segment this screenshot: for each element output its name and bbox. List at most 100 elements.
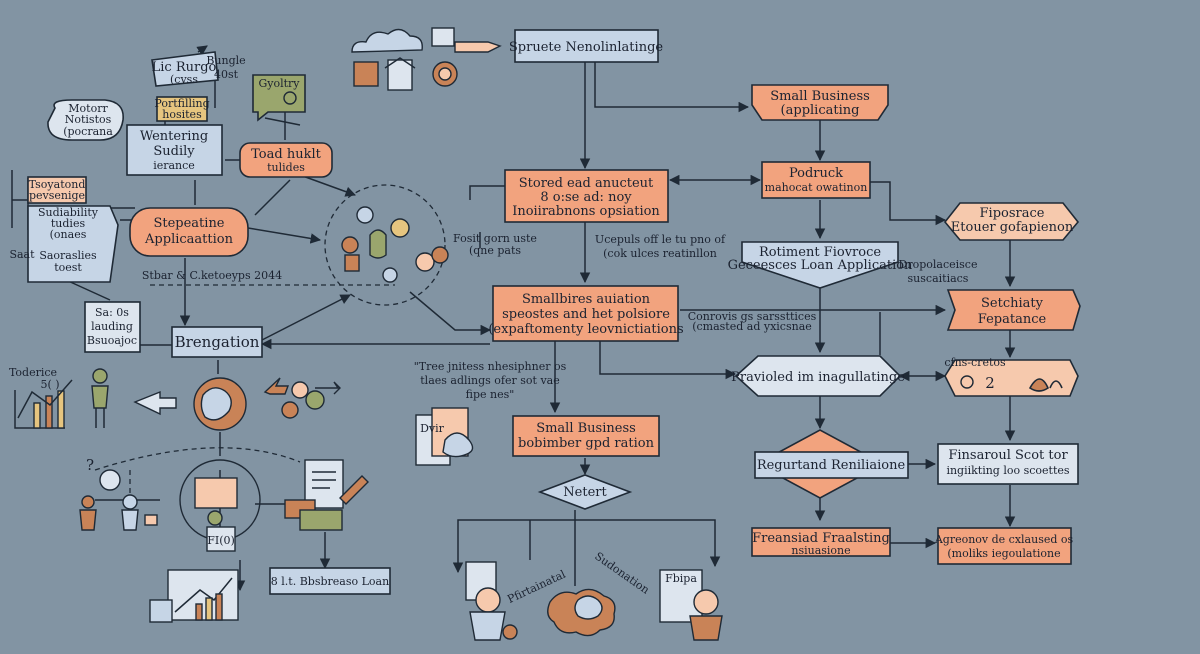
node-sa-line3: Bsuoajoc [87, 334, 137, 347]
node-loan-label: 8 l.t. Bbsbreaso Loan [271, 575, 389, 588]
node-finsaroul-line1: Finsaroul Scot tor [948, 448, 1068, 463]
node-loan[interactable]: 8 l.t. Bbsbreaso Loan [269, 567, 391, 595]
node-brengation[interactable]: Brengation [171, 326, 263, 358]
node-smallbires-line2: speostes and het polsiore [502, 307, 670, 322]
caption-ucepuls-line2: (cok ulces reatinllon [603, 247, 717, 260]
person-standing-icon [91, 368, 109, 428]
node-sudiability-line5: toest [54, 261, 82, 274]
label-chart-value: 5( ) [40, 378, 59, 391]
node-toad-huklt[interactable]: Toad huklt tulides [239, 142, 333, 178]
caption-fosit: Fosit gorn uste (qne pats [453, 232, 537, 257]
caption-quote: "Tree jnitess nhesiphner os tlaes adling… [414, 360, 567, 401]
node-agreonov[interactable]: Agreonov de cxlaused os (moliks iegoulat… [934, 527, 1074, 565]
node-small-business-center[interactable]: Small Business bobimber gpd ration [512, 415, 660, 457]
node-sa-lauding[interactable]: Sa: 0s lauding Bsuoajoc [84, 301, 141, 353]
node-rotiment-line2: Geceesces Loan Application [728, 258, 913, 273]
node-setchiaty-line2: Fepatance [978, 312, 1047, 327]
node-smallbires[interactable]: Smallbires auiation speostes and het pol… [488, 285, 684, 342]
node-stepeatine-line2: Applicaattion [144, 232, 234, 247]
node-wentering-line3: ierance [153, 159, 195, 172]
node-regurtand[interactable]: Regurtand Reniliaione [754, 429, 909, 499]
gyoltry-icon [283, 91, 297, 105]
node-sba-line1: Small Business [770, 89, 870, 104]
bubble-bungle-line2: 40st [214, 68, 239, 81]
caption-quote-line2: tlaes adlings ofer sot vae [420, 374, 559, 387]
node-sa-line2: lauding [91, 320, 133, 333]
node-toad-line2: tulides [267, 161, 305, 174]
bubble-lic-rurgo[interactable]: Lic Rurgo (cvss [151, 51, 219, 87]
bar-chart-icon: Toderice 5( ) [9, 366, 73, 429]
node-portfilling[interactable]: Portfilling hosites [154, 96, 210, 122]
node-gyoltry-label: Gyoltry [258, 77, 300, 90]
node-spruete[interactable]: Spruete Nenolinlatinge [509, 29, 663, 63]
bubble-bungle-line1: Bungle [206, 54, 245, 67]
node-finsaroul-line2: ingiikting loo scoettes [946, 464, 1069, 477]
label-doc: Dvir [420, 422, 445, 435]
node-tsoyatond[interactable]: Tsoyatond pevsenige [27, 176, 87, 204]
node-stored-line3: Inoiirabnons opsiation [512, 204, 660, 219]
node-setchiaty[interactable]: Setchiaty Fepatance [946, 289, 1081, 331]
node-sa-line1: Sa: 0s [95, 306, 129, 319]
bubble-motorr[interactable]: Motorr Notistos (pocrana [47, 99, 124, 141]
node-wentering-line1: Wentering [140, 129, 208, 144]
bottom-brain-cluster-icon: Sudonation [547, 550, 652, 637]
node-rotiment-line1: Rotiment Fiovroce [759, 245, 881, 260]
node-stored[interactable]: Stored ead anucteut 8 o:se ad: noy Inoii… [504, 169, 669, 223]
node-rotiment[interactable]: Rotiment Fiovroce Geceesces Loan Applica… [728, 241, 913, 289]
node-tokens-digit: 2 [985, 374, 995, 392]
node-tokens[interactable]: cfns-cretos 2 [944, 356, 1079, 397]
node-smallbires-line3: (expaftomenty leovnictiations [488, 322, 683, 337]
node-freansiad-line2: nsiuasione [791, 544, 850, 557]
caption-ctrl-line2: (cmasted ad yxicsnae [692, 320, 812, 333]
node-stepeatine[interactable]: Stepeatine Applicaattion [129, 207, 249, 257]
node-sba-line2: (applicating [781, 103, 860, 118]
token-blob-icon [1028, 378, 1050, 392]
node-regurtand-label: Regurtand Reniliaione [757, 458, 906, 473]
node-pravioled[interactable]: Pravioled im inagullatinge [731, 355, 905, 397]
caption-ucepuls-line1: Ucepuls off le tu pno of [595, 233, 726, 246]
question-people-icon: ? [79, 456, 158, 531]
caption-quote-line3: fipe nes" [466, 388, 515, 401]
node-fiposrace-line1: Fiposrace [980, 206, 1045, 221]
node-sudiability-line4: Saoraslies [39, 249, 97, 262]
growth-chart-icon [149, 569, 239, 623]
node-netert[interactable]: Netert [537, 474, 633, 510]
caption-fosit-line2: (qne pats [469, 244, 521, 257]
node-agreonov-line2: (moliks iegoulatione [947, 547, 1060, 560]
question-mark-icon: ? [86, 456, 94, 474]
node-wentering[interactable]: Wentering Sudily ierance [126, 124, 223, 176]
document-pen-icon [284, 459, 369, 531]
node-gyoltry[interactable]: Gyoltry [252, 74, 306, 122]
label-toderice: Toderice [9, 366, 57, 379]
cloud-cluster-icon [351, 27, 502, 91]
caption-fosit-line1: Fosit gorn uste [453, 232, 537, 245]
bubble-motorr-line2: Notistos [65, 113, 112, 126]
bubble-lic-line1: Lic Rurgo [152, 60, 217, 75]
people-cluster-icon [324, 184, 449, 306]
node-finsaroul[interactable]: Finsaroul Scot tor ingiikting loo scoett… [937, 443, 1079, 485]
node-fiposrace[interactable]: Fiposrace Etouer gofapienon [943, 202, 1080, 241]
caption-ctrl-line1: Conrovis gs sarssttices [688, 310, 817, 323]
node-stepeatine-line1: Stepeatine [153, 216, 224, 231]
bubble-motorr-line3: (pocrana [63, 125, 113, 138]
node-spruete-label: Spruete Nenolinlatinge [509, 40, 663, 55]
node-small-business-apply[interactable]: Small Business (applicating [751, 84, 889, 121]
node-sudiability[interactable]: Sudiability tudies (onaes Saoraslies toe… [27, 205, 119, 283]
node-tsoyatond-line2: pevsenige [29, 189, 85, 202]
node-pravioled-label: Pravioled im inagullatinge [731, 370, 905, 385]
node-tsoyatond-line1: Tsoyatond [29, 178, 86, 191]
caption-ucepuls: Ucepuls off le tu pno of (cok ulces reat… [595, 233, 726, 260]
caption-ctrl: Conrovis gs sarssttices (cmasted ad yxic… [688, 310, 817, 333]
node-podruck[interactable]: Podruck mahocat owatinon [761, 161, 871, 199]
node-netert-label: Netert [563, 485, 607, 500]
presenter-board-icon: FI(0) [179, 459, 261, 552]
documents-stack-icon: Dvir [415, 407, 474, 466]
node-freansiad[interactable]: Freansiad Fraalsting nsiuasione [751, 527, 891, 557]
node-podruck-line2: mahocat owatinon [765, 181, 868, 194]
caption-dopo-line2: suscaitiacs [908, 272, 969, 285]
token-circle-icon [960, 375, 974, 389]
node-agreonov-line1: Agreonov de cxlaused os [934, 533, 1074, 546]
node-stored-line1: Stored ead anucteut [519, 176, 654, 191]
caption-quote-line1: "Tree jnitess nhesiphner os [414, 360, 567, 373]
node-portfilling-line1: Portfilling [154, 97, 209, 110]
